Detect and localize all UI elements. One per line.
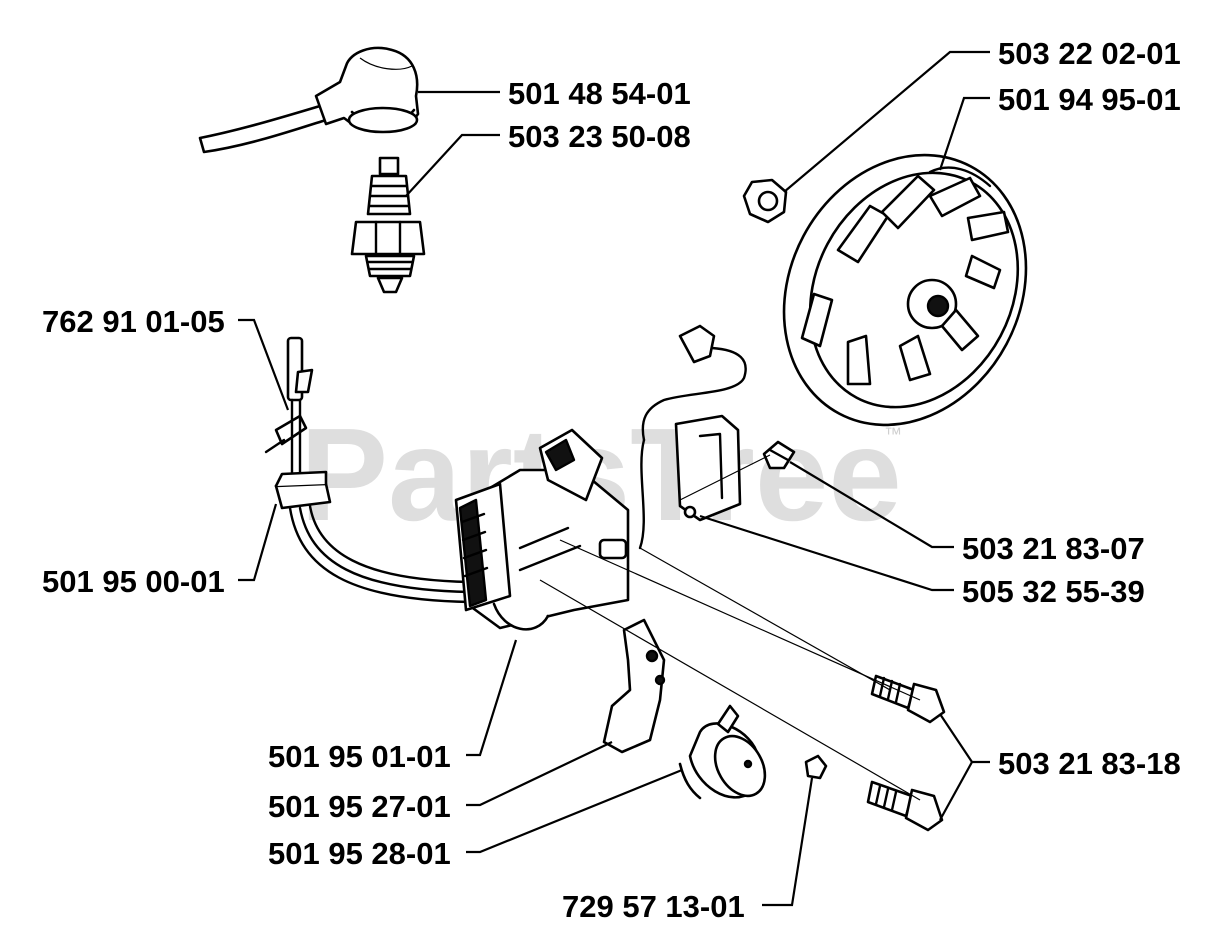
- part-label-ignition-coil[interactable]: 501 95 01-01: [268, 739, 451, 774]
- coil-screws-drawing[interactable]: [866, 674, 946, 832]
- part-label-washer-nut[interactable]: 729 57 13-01: [562, 889, 745, 924]
- wire-clip-drawing[interactable]: [264, 336, 314, 478]
- module-screw-drawing[interactable]: [762, 440, 796, 470]
- spark-plug-cap-drawing[interactable]: [198, 46, 420, 154]
- leader-lines: [238, 50, 990, 907]
- part-label-capacitor[interactable]: 501 95 28-01: [268, 836, 451, 871]
- flywheel-nut-drawing[interactable]: [742, 178, 788, 224]
- cable-grommet-drawing[interactable]: [274, 470, 332, 510]
- spark-plug-drawing[interactable]: [350, 156, 426, 294]
- part-label-spark-plug[interactable]: 503 23 50-08: [508, 119, 691, 154]
- bracket-drawing[interactable]: [602, 618, 666, 754]
- part-label-coil-screws[interactable]: 503 21 83-18: [998, 746, 1181, 781]
- washer-nut-drawing[interactable]: [804, 754, 828, 780]
- capacitor-drawing[interactable]: [678, 704, 775, 805]
- part-label-spark-plug-cap[interactable]: 501 48 54-01: [508, 76, 691, 111]
- assembly-lines: [539, 454, 921, 801]
- flywheel-drawing[interactable]: [738, 112, 1073, 467]
- part-label-flywheel-nut[interactable]: 503 22 02-01: [998, 36, 1181, 71]
- part-label-bracket[interactable]: 501 95 27-01: [268, 789, 451, 824]
- part-label-wire-clip[interactable]: 762 91 01-05: [42, 304, 225, 339]
- watermark-trademark: ™: [884, 424, 902, 444]
- part-labels: 501 48 54-01 503 23 50-08 503 22 02-01 5…: [42, 36, 1181, 924]
- ignition-cable-drawing: [288, 504, 472, 604]
- part-label-cable-grommet[interactable]: 501 95 00-01: [42, 564, 225, 599]
- ignition-coil-drawing[interactable]: [454, 428, 630, 631]
- part-label-module-screw[interactable]: 503 21 83-07: [962, 531, 1145, 566]
- part-label-flywheel[interactable]: 501 94 95-01: [998, 82, 1181, 117]
- part-label-switch-module[interactable]: 505 32 55-39: [962, 574, 1145, 609]
